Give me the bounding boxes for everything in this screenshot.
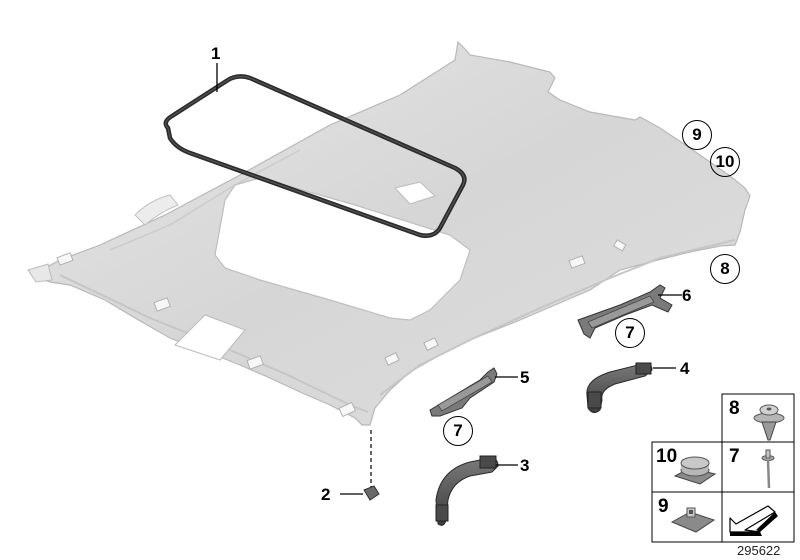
- legend-label-8: 8: [729, 398, 740, 419]
- mounting-direction-arrow-icon: [729, 505, 778, 536]
- circled-callout-9[interactable]: 9: [682, 120, 712, 150]
- part-5-bracket-front[interactable]: [429, 367, 518, 417]
- diagram-reference-number: 295622: [737, 543, 781, 558]
- circled-callout-7-front[interactable]: 7: [443, 416, 473, 446]
- callout-3[interactable]: 3: [520, 456, 530, 475]
- headliner[interactable]: [27, 40, 751, 426]
- circled-callout-7-rear[interactable]: 7: [615, 318, 645, 348]
- legend-label-9: 9: [658, 496, 669, 517]
- callout-5[interactable]: 5: [520, 368, 530, 387]
- square-clip-pad-icon: [670, 507, 716, 533]
- blind-rivet-icon: [761, 449, 775, 489]
- expanding-rivet-icon: [753, 404, 785, 441]
- part-4-grab-handle-rear[interactable]: [586, 362, 676, 414]
- callout-6[interactable]: 6: [682, 286, 692, 305]
- part-2-clip[interactable]: [340, 485, 380, 501]
- part-3-grab-handle-front[interactable]: [435, 455, 518, 526]
- circled-callout-8[interactable]: 8: [710, 254, 740, 284]
- part-1-sunroof-seal[interactable]: [163, 63, 467, 238]
- circled-callout-10[interactable]: 10: [710, 147, 740, 177]
- callout-1[interactable]: 1: [211, 44, 221, 63]
- legend-label-10: 10: [656, 446, 678, 467]
- callout-2[interactable]: 2: [321, 485, 331, 504]
- round-pad-icon: [673, 456, 717, 485]
- legend-box: [651, 393, 795, 543]
- callout-4[interactable]: 4: [680, 359, 690, 378]
- legend-label-7: 7: [729, 446, 740, 467]
- part-6-bracket-rear[interactable]: [577, 284, 682, 339]
